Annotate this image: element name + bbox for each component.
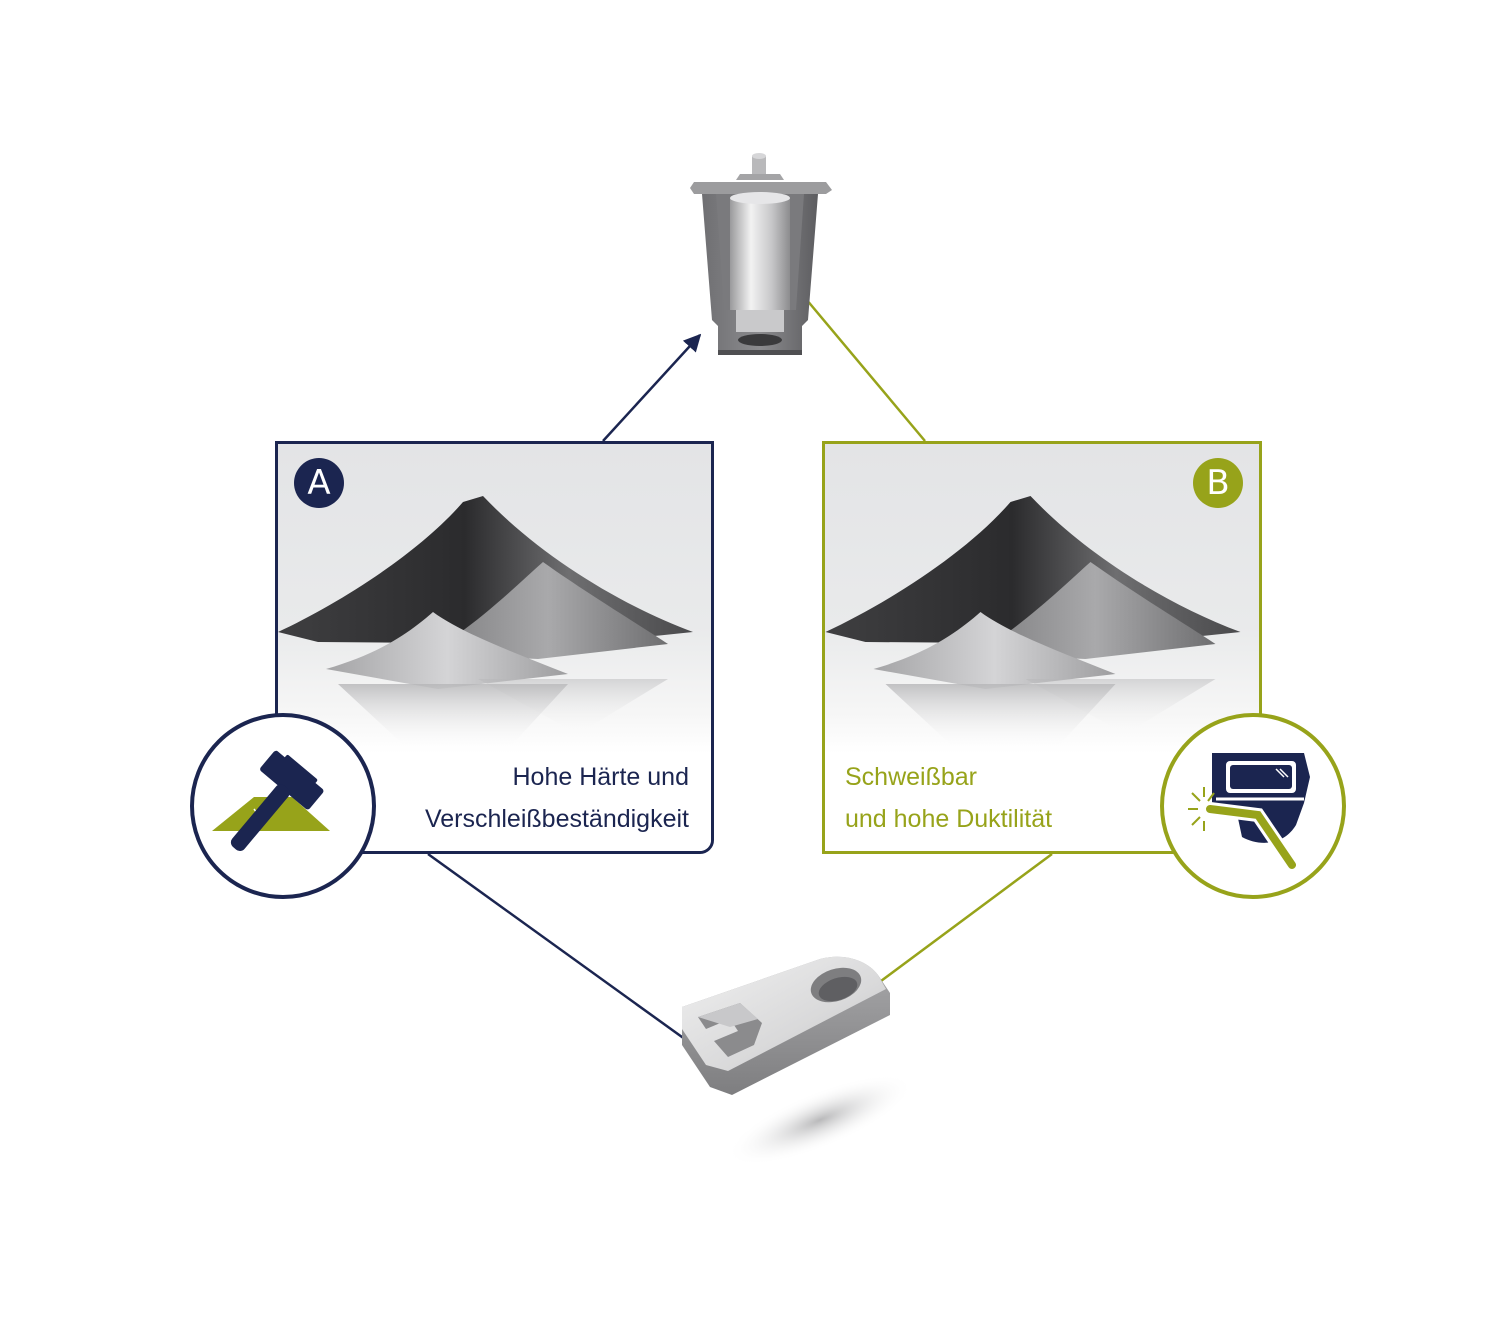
welding-helmet-icon-circle (1160, 713, 1346, 899)
badge-a: A (294, 458, 344, 508)
bracket-part-icon (682, 956, 914, 1166)
arrow-a-to-top-part (602, 333, 702, 442)
powder-pile-icon (278, 496, 693, 749)
badge-b: B (1193, 458, 1243, 508)
caption-a-line2: Verschleißbeständigkeit (424, 805, 689, 833)
caption-b-line1: Schweißbar (845, 763, 977, 791)
powder-pile-icon (825, 496, 1241, 749)
hammer-icon-circle (190, 713, 376, 899)
bushing-part-icon (690, 153, 832, 355)
arrow-a-to-bottom-part (427, 852, 727, 1070)
panel-a: A Hohe Härte und Verschleißbeständigkeit (275, 441, 714, 854)
caption-b: Schweißbar und hohe Duktilität (845, 756, 1052, 840)
caption-a-line1: Hohe Härte und (512, 763, 689, 791)
welding-helmet-icon (1188, 753, 1310, 872)
hammer-icon (212, 750, 330, 851)
caption-b-line2: und hohe Duktilität (845, 805, 1053, 833)
caption-a: Hohe Härte und Verschleißbeständigkeit (425, 756, 689, 840)
